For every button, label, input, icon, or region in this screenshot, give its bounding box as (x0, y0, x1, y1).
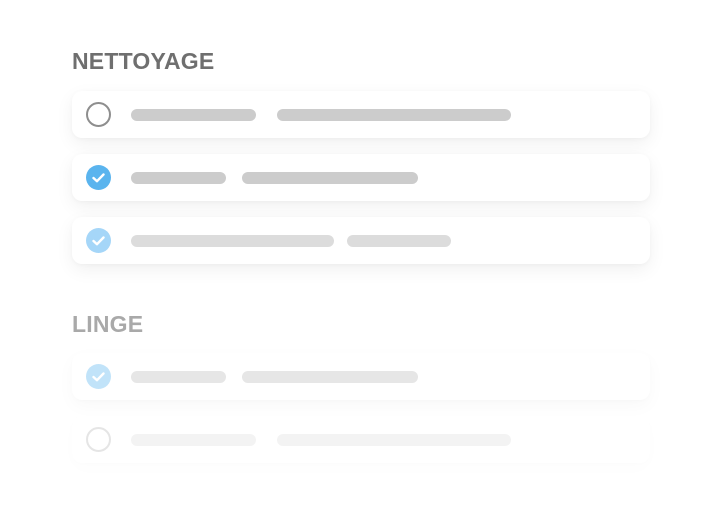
section-title-linge: LINGE (72, 311, 144, 337)
task-text-placeholder (277, 434, 511, 446)
task-text-placeholder (131, 235, 334, 247)
empty-circle-icon[interactable] (86, 102, 111, 127)
task-row-nettoyage-3[interactable] (72, 217, 650, 264)
task-row-nettoyage-1[interactable] (72, 91, 650, 138)
task-text-placeholder (347, 235, 451, 247)
task-text-placeholder (242, 371, 418, 383)
task-text-placeholder (131, 434, 256, 446)
empty-circle-icon[interactable] (86, 427, 111, 452)
task-row-linge-2[interactable] (72, 416, 650, 463)
checkmark-icon[interactable] (86, 228, 111, 253)
task-text-placeholder (131, 109, 256, 121)
checkmark-icon[interactable] (86, 364, 111, 389)
task-text-placeholder (242, 172, 418, 184)
checkmark-icon[interactable] (86, 165, 111, 190)
task-text-placeholder (131, 172, 226, 184)
task-row-linge-1[interactable] (72, 353, 650, 400)
task-text-placeholder (131, 371, 226, 383)
task-text-placeholder (277, 109, 511, 121)
section-title-nettoyage: NETTOYAGE (72, 48, 215, 74)
task-row-nettoyage-2[interactable] (72, 154, 650, 201)
